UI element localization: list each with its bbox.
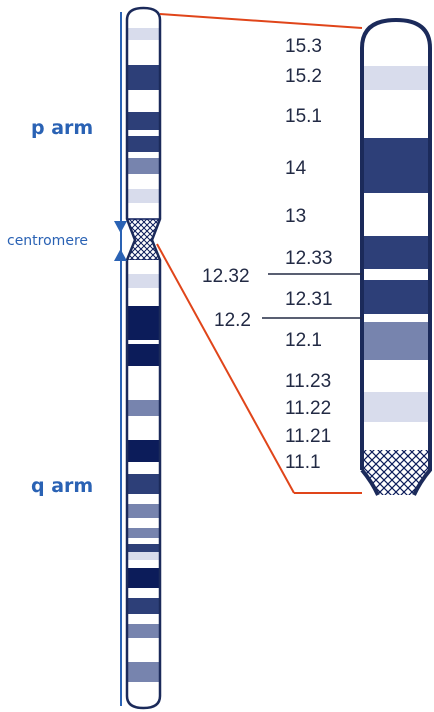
chromosome-band (127, 260, 160, 274)
band-labels: 15.3 15.2 15.1 14 13 12.33 12.32 12.31 1… (202, 36, 333, 473)
chromosome-band (127, 189, 160, 203)
chromosome-band (127, 462, 160, 474)
expanded-band-15-1 (362, 90, 430, 138)
expanded-chromosome-outline (360, 17, 432, 496)
band-label: 11.22 (285, 398, 331, 419)
expanded-band-11-22 (362, 392, 430, 422)
chromosome-band (127, 504, 160, 518)
chromosome-band (127, 306, 160, 340)
chromosome-band (127, 638, 160, 662)
zoom-line-bottom (156, 243, 295, 494)
chromosome-band (127, 288, 160, 306)
band-label: 15.1 (285, 106, 322, 127)
chromosome-band (127, 400, 160, 416)
expanded-band-12-32 (362, 269, 430, 280)
chromosome-band (127, 494, 160, 504)
centromere-arrow-icon (114, 249, 127, 261)
expanded-band-13 (362, 193, 430, 236)
chromosome-band (127, 203, 160, 219)
band-label: 11.21 (285, 426, 331, 447)
band-label: 12.2 (214, 310, 251, 331)
chromosome-band (127, 474, 160, 494)
chromosome-outline (125, 6, 162, 710)
chromosome-band (127, 440, 160, 462)
chromosome-band (127, 28, 160, 40)
band-label: 12.1 (285, 330, 322, 351)
band-label: 12.32 (202, 266, 250, 287)
chromosome-band (127, 344, 160, 366)
chromosome-band (127, 158, 160, 174)
chromosome-band (127, 552, 160, 560)
chromosome-band (127, 624, 160, 638)
chromosome-band (127, 366, 160, 400)
chromosome-band (127, 274, 160, 288)
centromere-arrow-icon (114, 221, 127, 233)
chromosome-band (127, 568, 160, 588)
chromosome-band (127, 682, 160, 700)
chromosome-band (127, 560, 160, 568)
expanded-band-11-21 (362, 422, 430, 450)
chromosome-band (127, 14, 160, 28)
expanded-band-15-2 (362, 66, 430, 90)
chromosome-band (127, 614, 160, 624)
chromosome-band (127, 416, 160, 440)
band-label: 12.33 (285, 248, 333, 269)
chromosome-band (127, 528, 160, 538)
expanded-band-12-2 (362, 314, 430, 322)
band-label: 15.3 (285, 36, 322, 57)
chromosome-band (127, 544, 160, 552)
chromosome-band (127, 40, 160, 65)
chromosome-band (127, 65, 160, 90)
band-label: 12.31 (285, 289, 333, 310)
chromosome-band (127, 152, 160, 158)
chromosome-band (127, 112, 160, 130)
centromere-label: centromere (7, 233, 88, 249)
q-arm-label: q arm (31, 475, 93, 497)
expanded-centromere-hatch (362, 450, 430, 495)
centromere-marker: centromere (7, 221, 127, 261)
chromosome-band (127, 130, 160, 136)
band-label: 11.23 (285, 371, 331, 392)
band-label: 13 (285, 206, 306, 227)
expanded-band-12-31 (362, 280, 430, 314)
expanded-band-12-33 (362, 236, 430, 269)
chromosome-band (127, 136, 160, 152)
chromosome-band (127, 662, 160, 682)
chromosome-band (127, 518, 160, 528)
expanded-band-15-3 (362, 28, 430, 66)
band-label: 14 (285, 158, 307, 179)
expanded-band-12-1 (362, 322, 430, 360)
chromosome-band (127, 174, 160, 189)
expanded-p-arm (360, 17, 432, 496)
chromosome-band (127, 588, 160, 598)
chromosome-band (127, 538, 160, 544)
centromere-hatch (125, 218, 162, 261)
chromosome-band (127, 598, 160, 614)
chromosome-band (127, 340, 160, 344)
band-label: 11.1 (285, 452, 321, 473)
expanded-band-11-23 (362, 360, 430, 392)
band-label: 15.2 (285, 66, 322, 87)
expanded-band-14 (362, 138, 430, 193)
full-chromosome (125, 6, 162, 710)
chromosome-band (127, 90, 160, 112)
p-arm-label: p arm (31, 117, 93, 139)
zoom-line-top (159, 13, 363, 29)
